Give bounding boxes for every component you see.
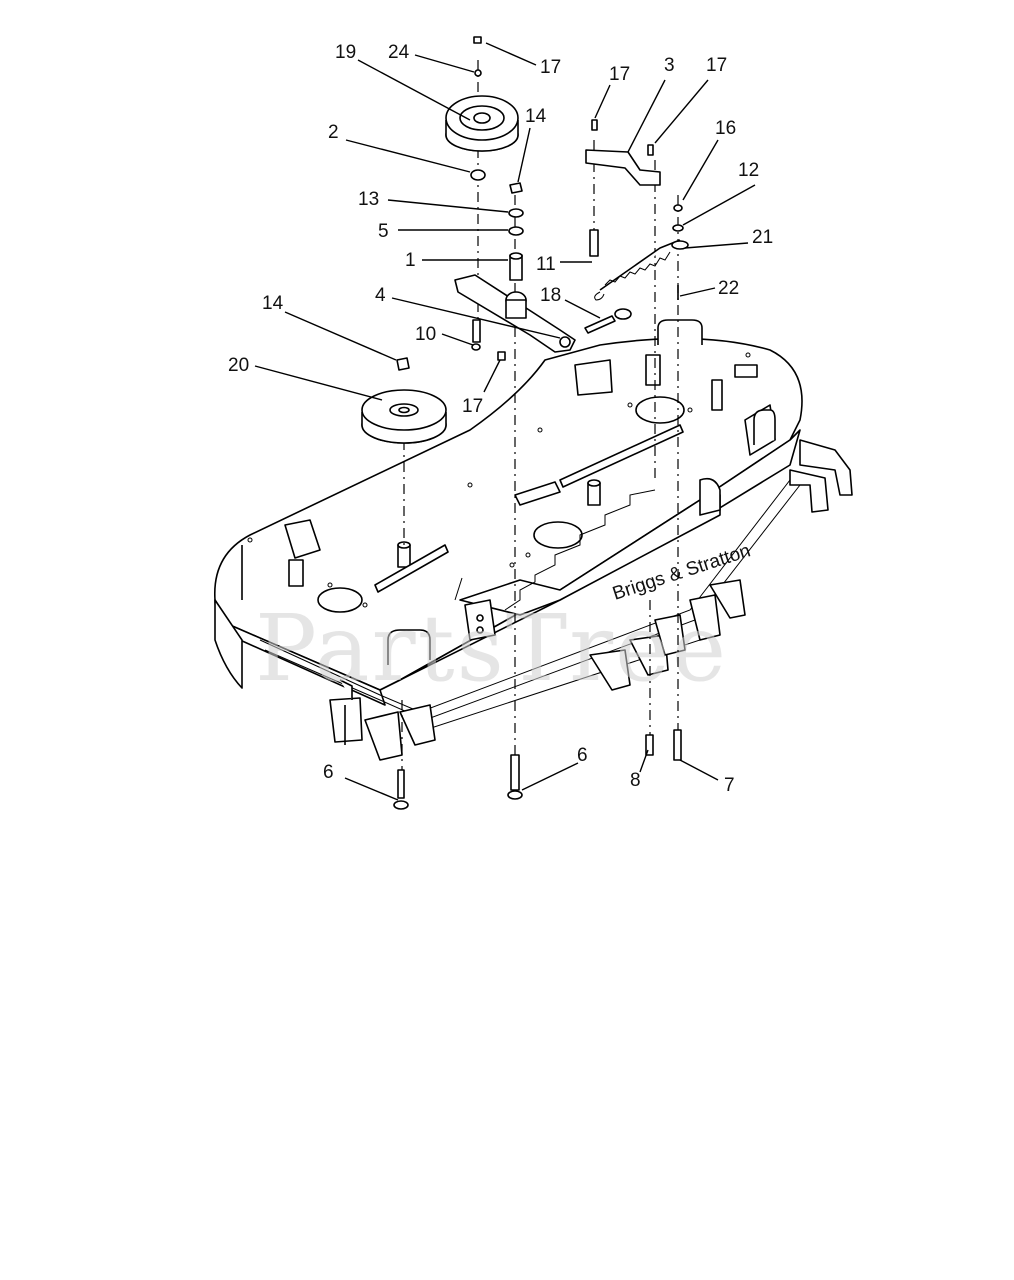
callout-18: 18 (540, 285, 561, 306)
callout-4: 4 (375, 285, 386, 306)
callout-17: 17 (609, 64, 630, 85)
callout-11: 11 (536, 254, 556, 275)
callout-6: 6 (577, 745, 588, 766)
callout-17: 17 (540, 57, 561, 78)
callout-3: 3 (664, 55, 675, 76)
callout-7: 7 (724, 775, 735, 796)
callout-2: 2 (328, 122, 339, 143)
callout-14: 14 (525, 106, 547, 127)
callout-5: 5 (378, 221, 389, 242)
callout-21: 21 (752, 227, 773, 248)
callout-12: 12 (738, 160, 759, 181)
callout-24: 24 (388, 42, 410, 63)
callout-17: 17 (462, 396, 483, 417)
hardware-parts (361, 36, 689, 810)
callout-20: 20 (228, 355, 249, 376)
callout-10: 10 (415, 324, 436, 345)
callout-1: 1 (405, 250, 416, 271)
callout-17: 17 (706, 55, 727, 76)
callout-22: 22 (718, 278, 739, 299)
callout-14: 14 (262, 293, 284, 314)
callout-6: 6 (323, 762, 334, 783)
callout-labels: 19 24 17 17 3 17 14 2 16 12 13 5 21 1 11… (228, 42, 773, 796)
callout-16: 16 (715, 118, 736, 139)
callout-13: 13 (358, 189, 379, 210)
callout-19: 19 (335, 42, 356, 63)
watermark: PartsTree (255, 595, 728, 702)
leader-lines (254, 42, 756, 801)
callout-8: 8 (630, 770, 641, 791)
